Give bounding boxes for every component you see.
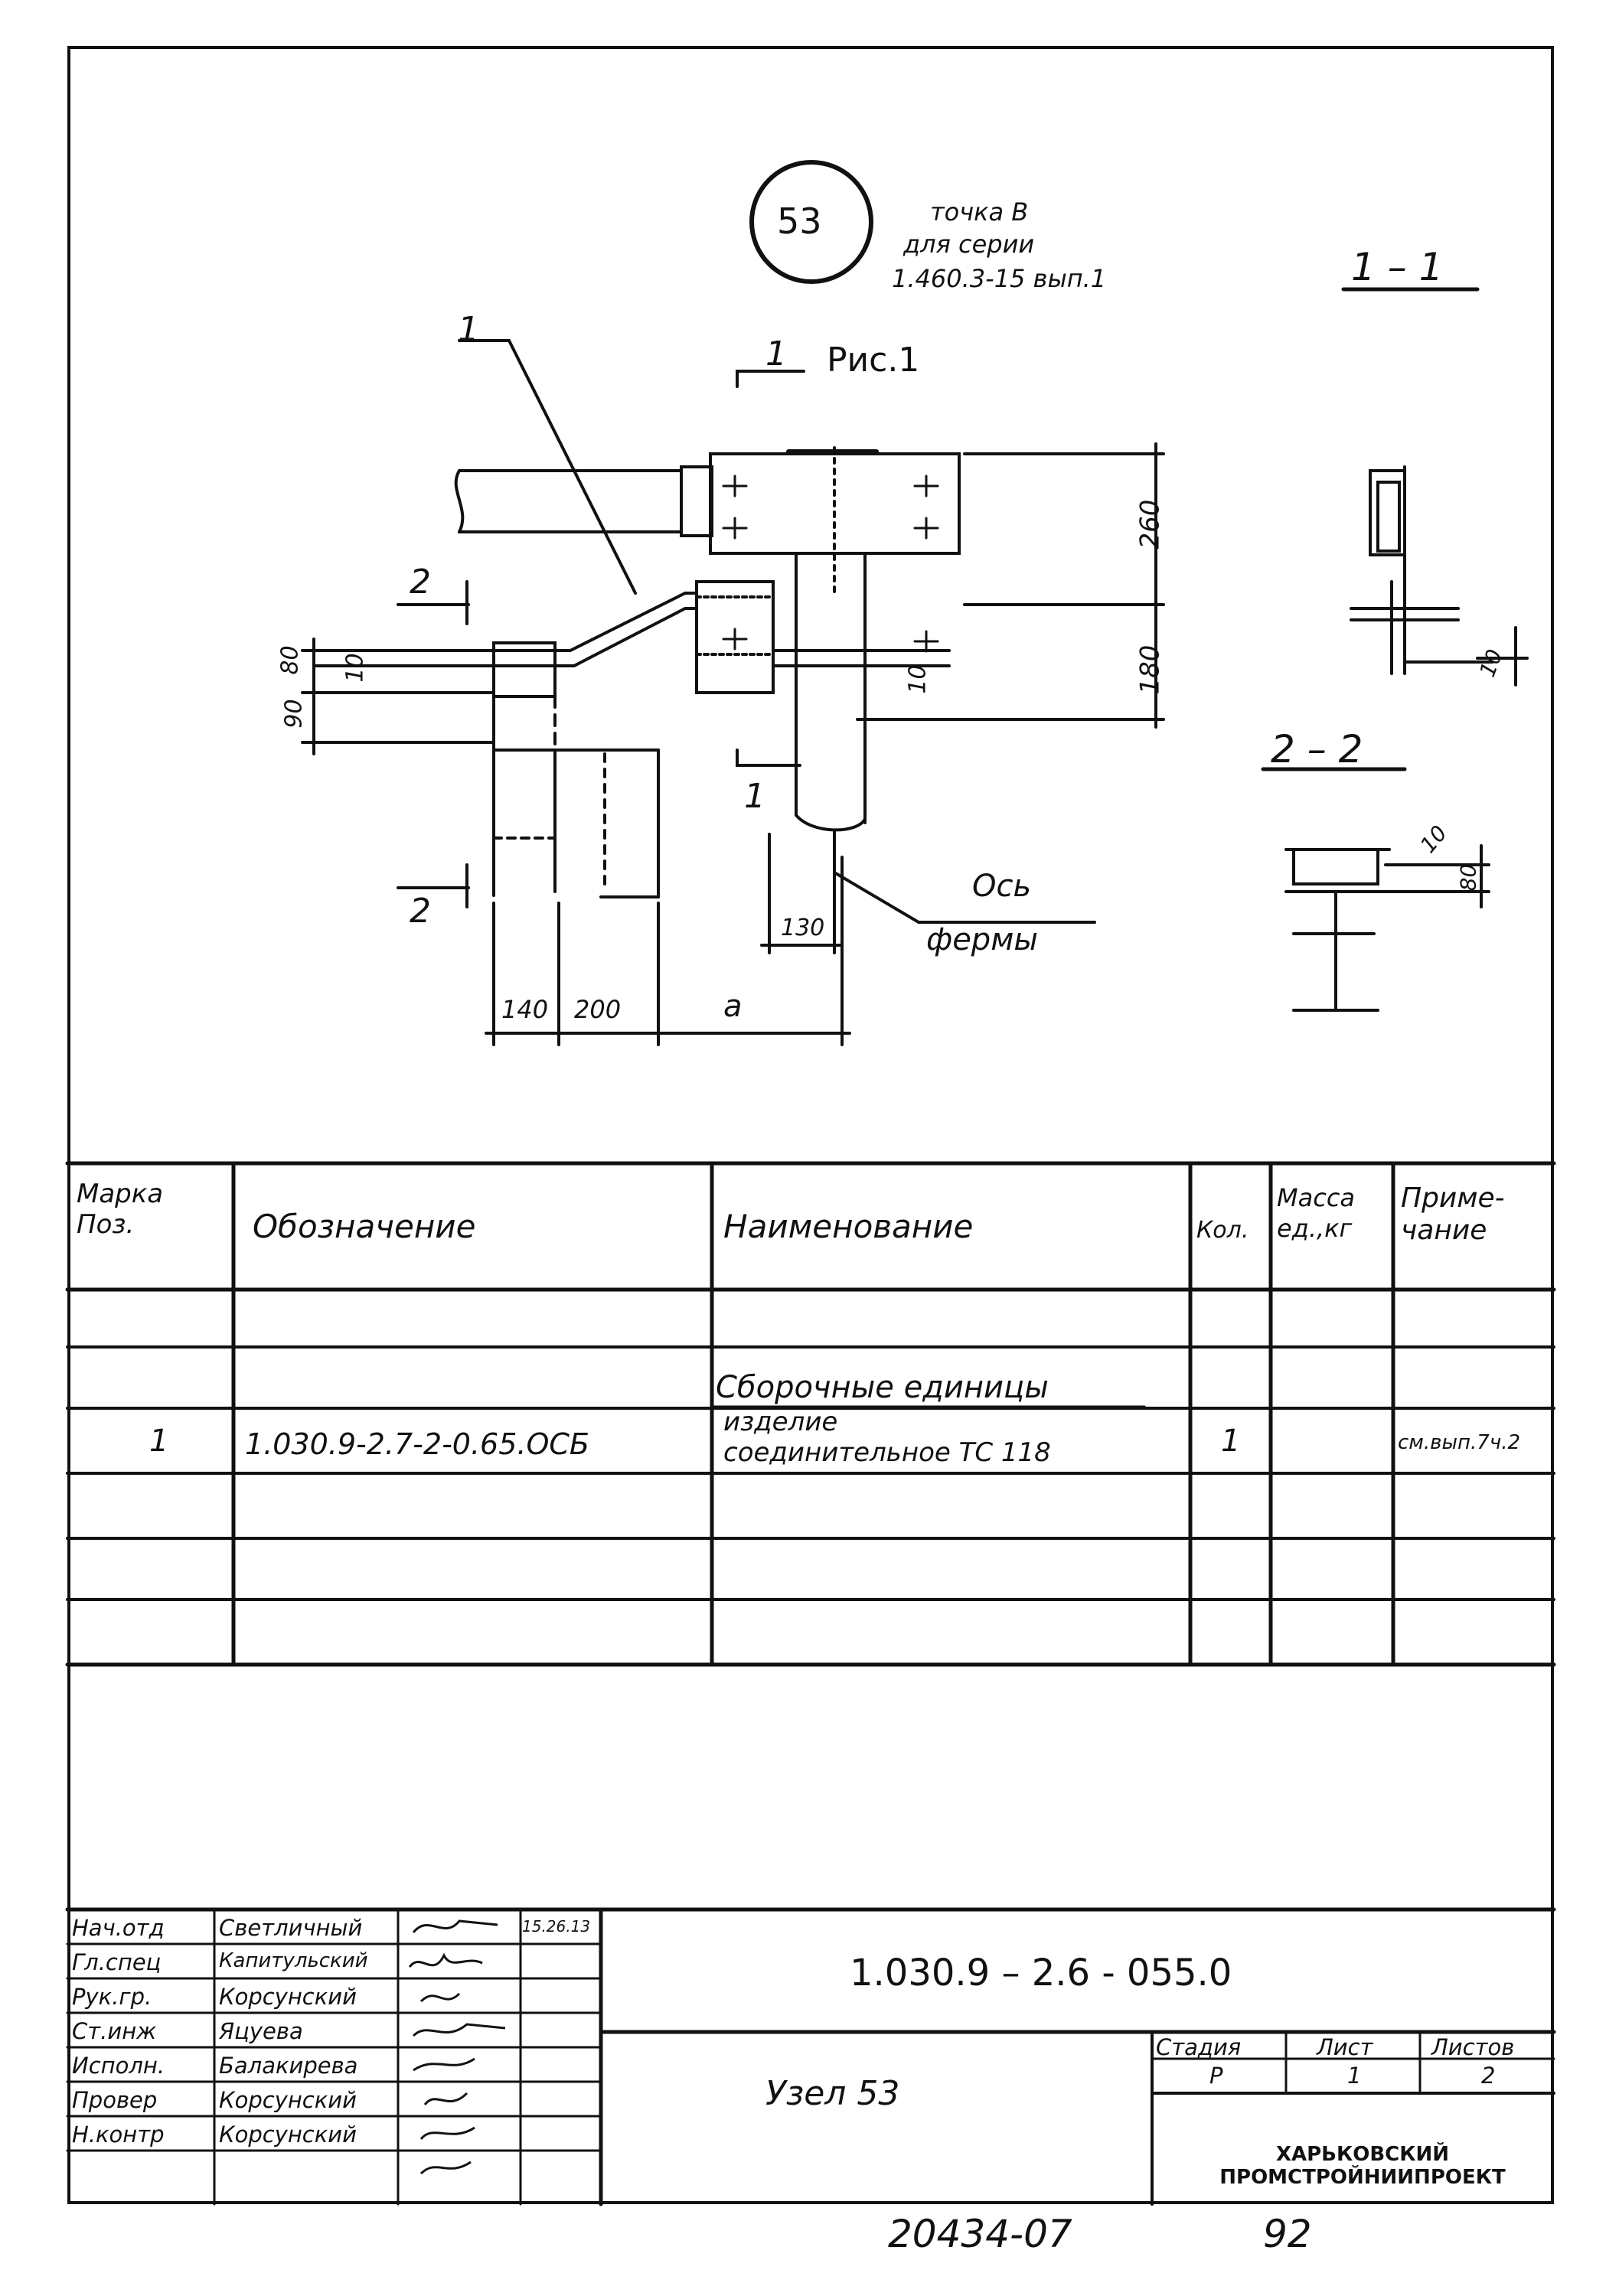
cut-1-bottom-label: 1 bbox=[744, 777, 765, 816]
row-designation: 1.030.9-2.7-2-0.65.ОСБ bbox=[245, 1427, 589, 1461]
section-1-1-title: 1 – 1 bbox=[1351, 245, 1444, 289]
role: Гл.спец bbox=[72, 1949, 162, 1975]
page-number: 92 bbox=[1263, 2212, 1312, 2256]
node-number: 53 bbox=[777, 201, 822, 242]
dim-80-section2: 80 bbox=[1455, 863, 1481, 892]
dim-130: 130 bbox=[781, 915, 825, 941]
signatory-name: Корсунский bbox=[219, 1984, 357, 2010]
dim-90: 90 bbox=[280, 699, 308, 729]
signatory-name: Балакирева bbox=[219, 2053, 358, 2079]
header-qty: Кол. bbox=[1196, 1217, 1249, 1244]
role: Рук.гр. bbox=[72, 1984, 152, 2010]
section-title: Сборочные единицы bbox=[716, 1370, 1049, 1405]
dim-140: 140 bbox=[501, 995, 549, 1024]
dim-260: 260 bbox=[1134, 499, 1166, 550]
sheet-label: Лист bbox=[1317, 2034, 1373, 2060]
sheet-value: 1 bbox=[1347, 2063, 1362, 2089]
signature-date: 15.26.13 bbox=[522, 1917, 591, 1936]
header-note: Приме-чание bbox=[1401, 1182, 1505, 1246]
sheets-value: 2 bbox=[1481, 2063, 1496, 2089]
dim-10-left: 10 bbox=[341, 653, 369, 683]
header-designation: Обозначение bbox=[253, 1208, 476, 1245]
signatory-name: Капитульский bbox=[219, 1949, 368, 1972]
dim-a: a bbox=[723, 989, 743, 1024]
role: Н.контр bbox=[72, 2122, 165, 2148]
series-note-line3: 1.460.3-15 вып.1 bbox=[892, 264, 1107, 293]
row-note: см.вып.7ч.2 bbox=[1398, 1431, 1520, 1454]
dim-200: 200 bbox=[574, 995, 622, 1024]
signatures bbox=[408, 1919, 506, 2175]
role: Провер bbox=[72, 2087, 158, 2113]
signatory-name: Корсунский bbox=[219, 2122, 357, 2148]
signatory-name: Яцуева bbox=[219, 2018, 303, 2044]
figure-caption: Рис.1 bbox=[827, 341, 920, 380]
sheets-label: Листов bbox=[1431, 2034, 1515, 2060]
dim-180: 180 bbox=[1134, 644, 1166, 695]
series-note-line1: точка В bbox=[930, 197, 1029, 227]
dim-80: 80 bbox=[276, 645, 304, 675]
cut-2-bottom-label: 2 bbox=[410, 892, 431, 931]
role: Исполн. bbox=[72, 2053, 165, 2079]
truss-axis-label-1: Ось bbox=[972, 869, 1032, 904]
section-2-2-title: 2 – 2 bbox=[1271, 727, 1363, 771]
role: Нач.отд bbox=[72, 1915, 165, 1941]
cut-2-top-label: 2 bbox=[410, 563, 431, 602]
document-code: 1.030.9 – 2.6 - 055.0 bbox=[850, 1952, 1232, 1994]
stage-value: Р bbox=[1209, 2063, 1223, 2089]
sheet-title: Узел 53 bbox=[765, 2074, 900, 2113]
drawing-frame bbox=[67, 46, 1554, 2204]
cut-1-top-label: 1 bbox=[765, 334, 787, 373]
header-name: Наименование bbox=[723, 1208, 974, 1245]
truss-axis-label-2: фермы bbox=[926, 922, 1038, 957]
role: Ст.инж bbox=[72, 2018, 157, 2044]
node-number-circle bbox=[749, 160, 873, 284]
signatory-name: Светличный bbox=[219, 1915, 363, 1941]
signatory-name: Корсунский bbox=[219, 2087, 357, 2113]
row-qty: 1 bbox=[1221, 1424, 1241, 1459]
archive-number: 20434-07 bbox=[888, 2212, 1072, 2256]
series-note-line2: для серии bbox=[903, 230, 1035, 259]
position-1-label: 1 bbox=[458, 310, 479, 349]
dim-10-right: 10 bbox=[904, 664, 932, 694]
row-pos: 1 bbox=[149, 1424, 169, 1459]
stage-label: Стадия bbox=[1156, 2034, 1242, 2060]
